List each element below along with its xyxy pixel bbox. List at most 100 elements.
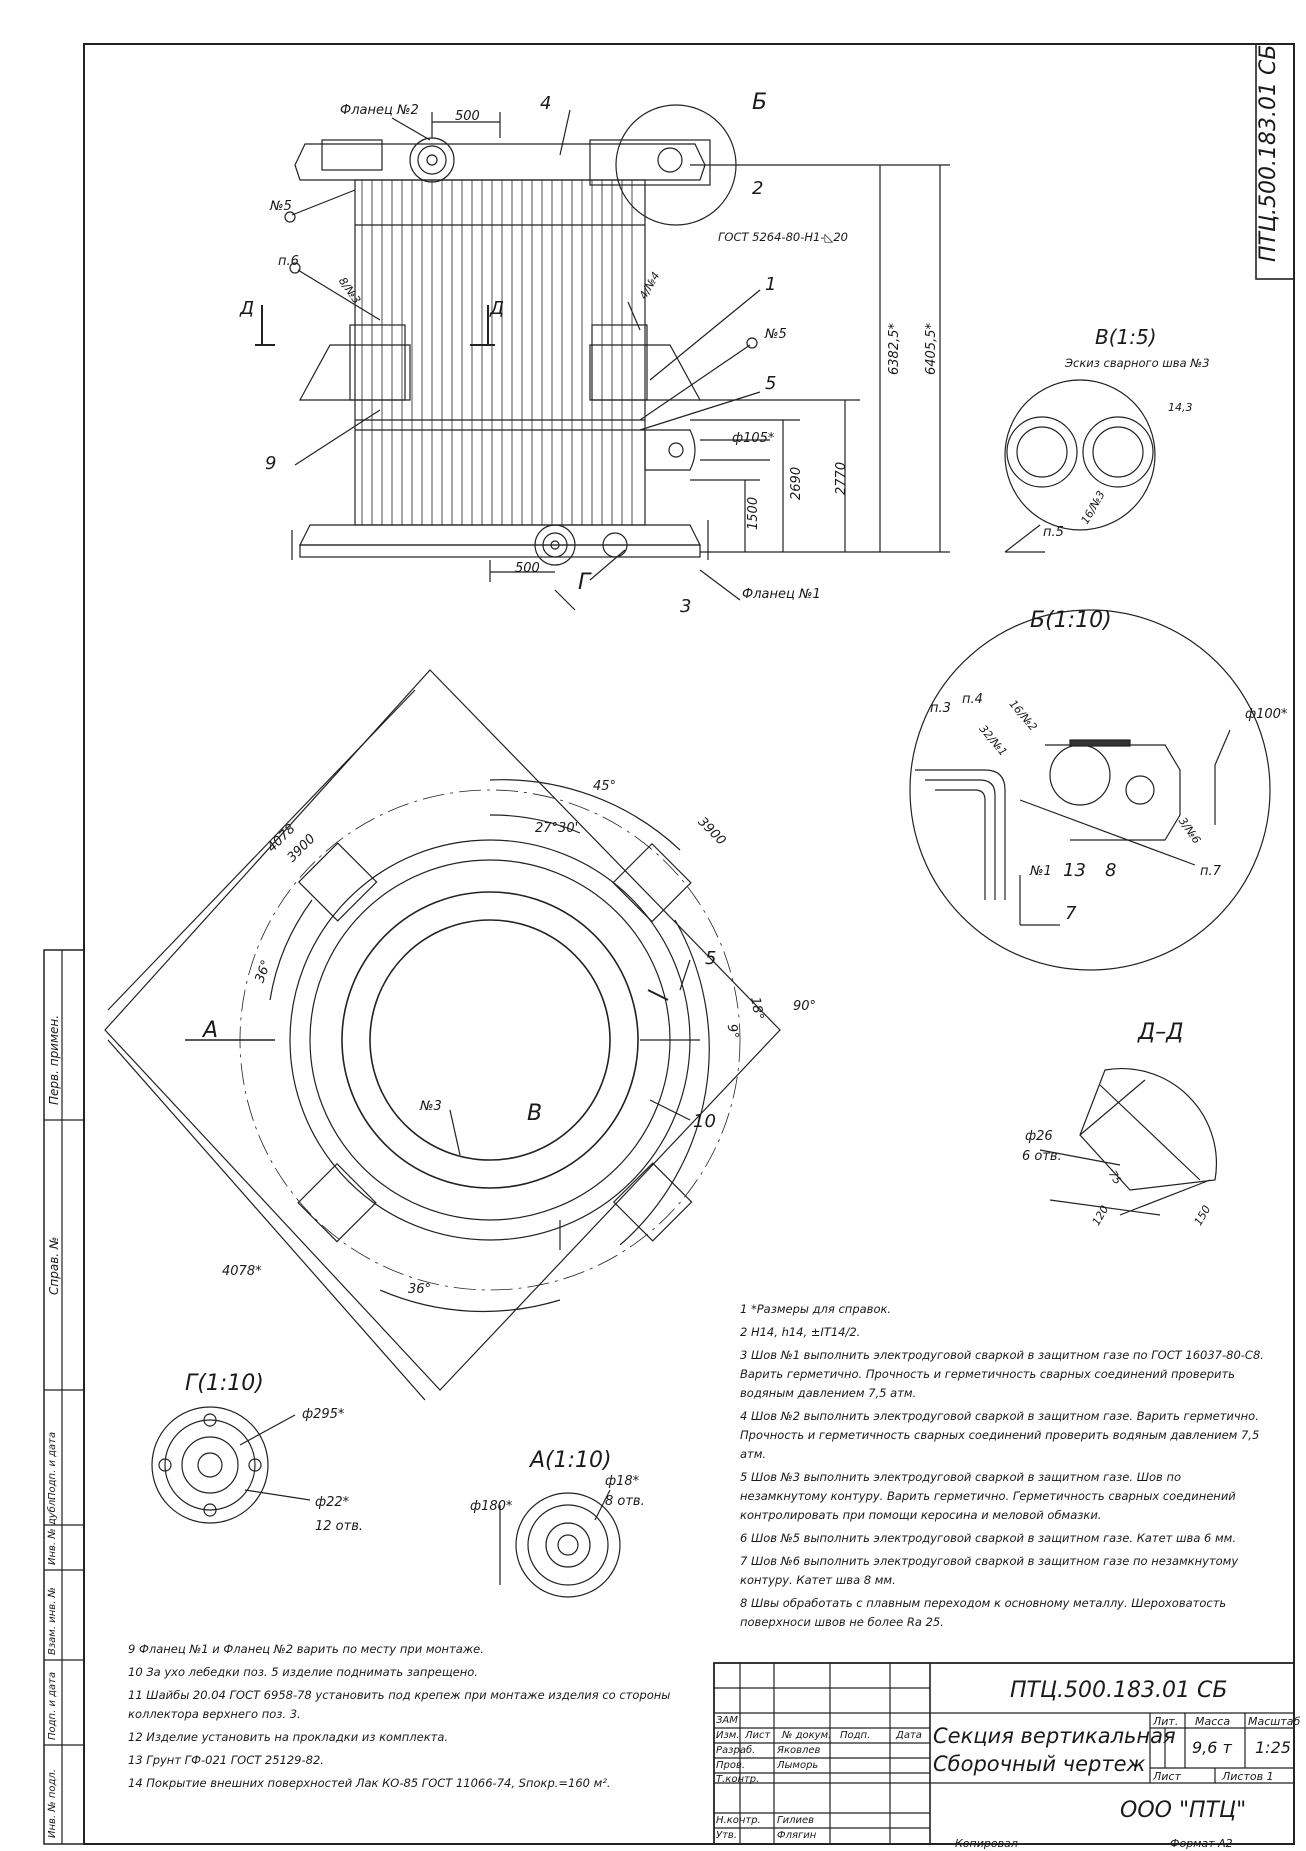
tb-r-utv: Утв. [716,1830,737,1841]
note-8: 8 Швы обработать с плавным переходом к о… [740,1596,1227,1629]
tb-r-razrab: Разраб. [716,1745,756,1756]
tb-sheet: Лист [1153,1770,1181,1783]
label-view-g: Г(1:10) [185,1371,264,1396]
label-h2690: 2690 [789,466,804,500]
label-pos2: 2 [752,178,764,199]
note-4: 4 Шов №2 выполнить электродуговой сварко… [740,1409,1260,1461]
label-plan-36b: 36° [408,1282,432,1297]
label-plan-27: 27°30' [535,821,579,836]
label-pos9: 9 [265,453,277,474]
tb-r-tkontr: Т.контр. [716,1774,760,1785]
label-view-v: В(1:5) [1095,325,1157,349]
tb-name-line1: Секция вертикальная [933,1724,1176,1748]
tb-h-doc: № докум. [782,1730,832,1741]
label-v-p5: п.5 [1043,525,1064,540]
view-g-detail [151,1406,311,1524]
side-stamp-inv-dubl: Инв. № дубл. [47,1496,58,1565]
label-b-8: 8 [1105,860,1117,881]
label-dd-phi26: ф26 [1025,1129,1053,1144]
note-13: 13 Грунт ГФ-021 ГОСТ 25129-82. [128,1753,324,1767]
note-9: 9 Фланец №1 и Фланец №2 варить по месту … [128,1642,484,1656]
label-p6: п.6 [278,254,299,269]
side-stamp-inv-podl: Инв. № подл. [47,1769,58,1838]
label-b-n1: №1 [1030,864,1052,879]
label-pos3: 3 [680,596,692,617]
tb-copied: Копировал [955,1837,1018,1850]
label-plan-9: 9° [723,1022,742,1041]
side-stamp-podp1: Подп. и дата [47,1431,58,1500]
label-plan-A: А [203,1018,219,1043]
label-g-12: 12 отв. [315,1519,363,1534]
label-view-b: Б(1:10) [1030,608,1112,633]
tb-scale: 1:25 [1255,1738,1291,1757]
tb-h-scale: Масштаб [1248,1715,1301,1728]
label-a-phi18: ф18* [605,1474,640,1489]
side-stamp-vzam: Взам. инв. № [47,1587,58,1655]
side-stamp-podp2: Подп. и дата [47,1671,58,1740]
section-dd [1039,1067,1218,1216]
label-gost-weld: ГОСТ 5264-80-Н1-◺20 [718,230,848,244]
tb-h-list: Лист [745,1730,771,1741]
label-plan-45: 45° [593,779,617,794]
label-posG-top: Г [578,570,591,595]
label-seam5-b: №5 [765,327,787,342]
label-a-phi180: ф180* [470,1499,513,1514]
label-h6405: 6405,5* [924,323,939,375]
label-plan-5: 5 [705,948,717,969]
note-12: 12 Изделие установить на прокладки из ко… [128,1730,449,1744]
note-14: 14 Покрытие внешних поверхностей Лак КО-… [128,1776,611,1790]
plan-view [104,669,781,1401]
tb-h-sign: Подп. [840,1730,871,1741]
tb-sheets: Листов 1 [1222,1770,1274,1783]
tb-h-mass: Масса [1195,1715,1231,1728]
label-posB-top: Б [752,90,768,115]
label-plan-n3: №3 [420,1099,442,1114]
tb-name-line2: Сборочный чертеж [933,1752,1146,1776]
label-pos5: 5 [765,373,777,394]
label-view-dd: Д–Д [1138,1020,1184,1045]
note-6: 6 Шов №5 выполнить электродуговой сварко… [740,1531,1237,1545]
note-11: 11 Шайбы 20.04 ГОСТ 6958-78 установить п… [128,1688,671,1721]
tb-designation: ПТЦ.500.183.01 СБ [1010,1678,1228,1703]
tb-h-lit: Лит. [1153,1715,1179,1728]
note-7: 7 Шов №6 выполнить электродуговой сварко… [740,1554,1239,1587]
view-v-detail [1004,379,1156,553]
note-2: 2 Н14, h14, ±IT14/2. [740,1325,861,1339]
label-pos4: 4 [540,93,552,114]
label-plan-B: В [527,1101,543,1126]
note-10: 10 За ухо лебедки поз. 5 изделие поднима… [128,1665,478,1679]
tb-mass: 9,6 т [1192,1738,1232,1757]
label-b-13: 13 [1063,860,1086,881]
tb-h-izm: Изм. [716,1730,740,1741]
label-dd-6: 6 отв. [1022,1149,1062,1164]
label-b-p7: п.7 [1200,864,1221,879]
label-flange1: Фланец №1 [742,587,821,602]
label-b-7: 7 [1065,903,1077,924]
tb-format: Формат А2 [1170,1837,1233,1850]
label-a-8: 8 отв. [605,1494,645,1509]
side-stamp-perv: Перв. примен. [47,1014,61,1105]
label-flange2: Фланец №2 [340,103,419,118]
label-phi105: ф105* [732,431,775,446]
tb-n-razrab: Яковлев [777,1745,821,1756]
label-view-a: А(1:10) [530,1448,612,1473]
label-h1500: 1500 [746,496,761,530]
label-d-left: Д [240,298,255,319]
tb-n-utv: Флягин [777,1830,817,1841]
label-plan-90: 90° [793,999,817,1014]
notes-right: 1 *Размеры для справок. 2 Н14, h14, ±IT1… [740,1300,1270,1636]
front-view [255,104,950,611]
designation-corner: ПТЦ.500.183.01 СБ [1256,44,1281,262]
side-stamp-column [43,949,85,1845]
label-h2770: 2770 [834,461,849,495]
label-view-v-sub: Эскиз сварного шва №3 [1065,356,1210,370]
label-g-phi22: ф22* [315,1495,350,1510]
label-plan-18: 18° [747,995,766,1022]
note-1: 1 *Размеры для справок. [740,1302,892,1316]
title-block [713,1662,1295,1845]
label-plan-10: 10 [693,1111,716,1132]
label-b-p4: п.4 [962,692,983,707]
tb-rev: ЗАМ [716,1715,738,1726]
tb-h-date: Дата [896,1730,922,1741]
